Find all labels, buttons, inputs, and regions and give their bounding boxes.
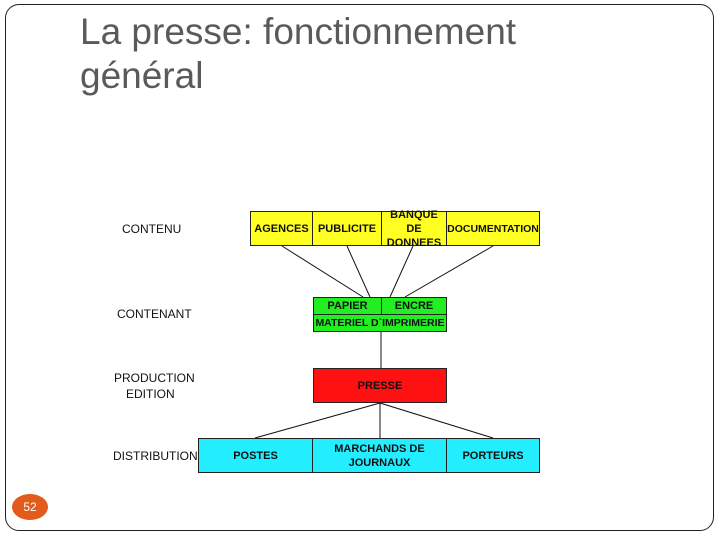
slide-title-line-1: La presse: fonctionnement [80, 11, 517, 52]
box-materiel-imprimerie: MATERIEL D`IMPRIMERIE [313, 314, 447, 332]
row-label-edition: EDITION [126, 387, 175, 401]
page-number: 52 [23, 500, 37, 514]
row-label-production: PRODUCTION [114, 371, 195, 385]
box-agences: AGENCES [250, 211, 313, 246]
slide-title: La presse: fonctionnement général [80, 10, 680, 98]
box-marchands-de-journaux: MARCHANDS DE JOURNAUX [312, 438, 447, 473]
box-documentation: DOCUMENTATION [446, 211, 540, 246]
connector-publicite [346, 245, 371, 298]
row-label-distribution: DISTRIBUTION [113, 449, 198, 463]
box-encre-label: ENCRE [394, 300, 434, 312]
slide-title-line-2: général [80, 55, 204, 96]
box-presse-label: PRESSE [357, 379, 403, 392]
box-presse: PRESSE [313, 368, 447, 403]
box-banque-label: BANQUE DE DONNEES [386, 208, 442, 249]
box-porteurs: PORTEURS [446, 438, 540, 473]
box-papier: PAPIER [313, 297, 382, 315]
row-label-contenu: CONTENU [122, 222, 182, 236]
row-label-contenant: CONTENANT [117, 307, 192, 321]
connector-porteurs [379, 402, 494, 439]
box-materiel-label: MATERIEL D`IMPRIMERIE [315, 317, 445, 329]
connector-banque [389, 245, 414, 298]
box-documentation-label: DOCUMENTATION [447, 222, 539, 235]
box-banque-de-donnees: BANQUE DE DONNEES [381, 209, 447, 249]
box-publicite: PUBLICITE [312, 211, 382, 246]
connector-postes [254, 402, 381, 439]
box-agences-label: AGENCES [254, 222, 309, 235]
box-encre: ENCRE [381, 297, 447, 315]
connector-agences [281, 245, 364, 298]
box-marchands-label: MARCHANDS DE JOURNAUX [334, 442, 425, 469]
connector-documentation [404, 245, 494, 298]
box-postes: POSTES [198, 438, 313, 473]
box-porteurs-label: PORTEURS [462, 449, 524, 462]
page-number-badge: 52 [12, 494, 48, 520]
box-papier-label: PAPIER [327, 300, 368, 312]
box-postes-label: POSTES [233, 449, 278, 462]
box-publicite-label: PUBLICITE [317, 222, 377, 235]
